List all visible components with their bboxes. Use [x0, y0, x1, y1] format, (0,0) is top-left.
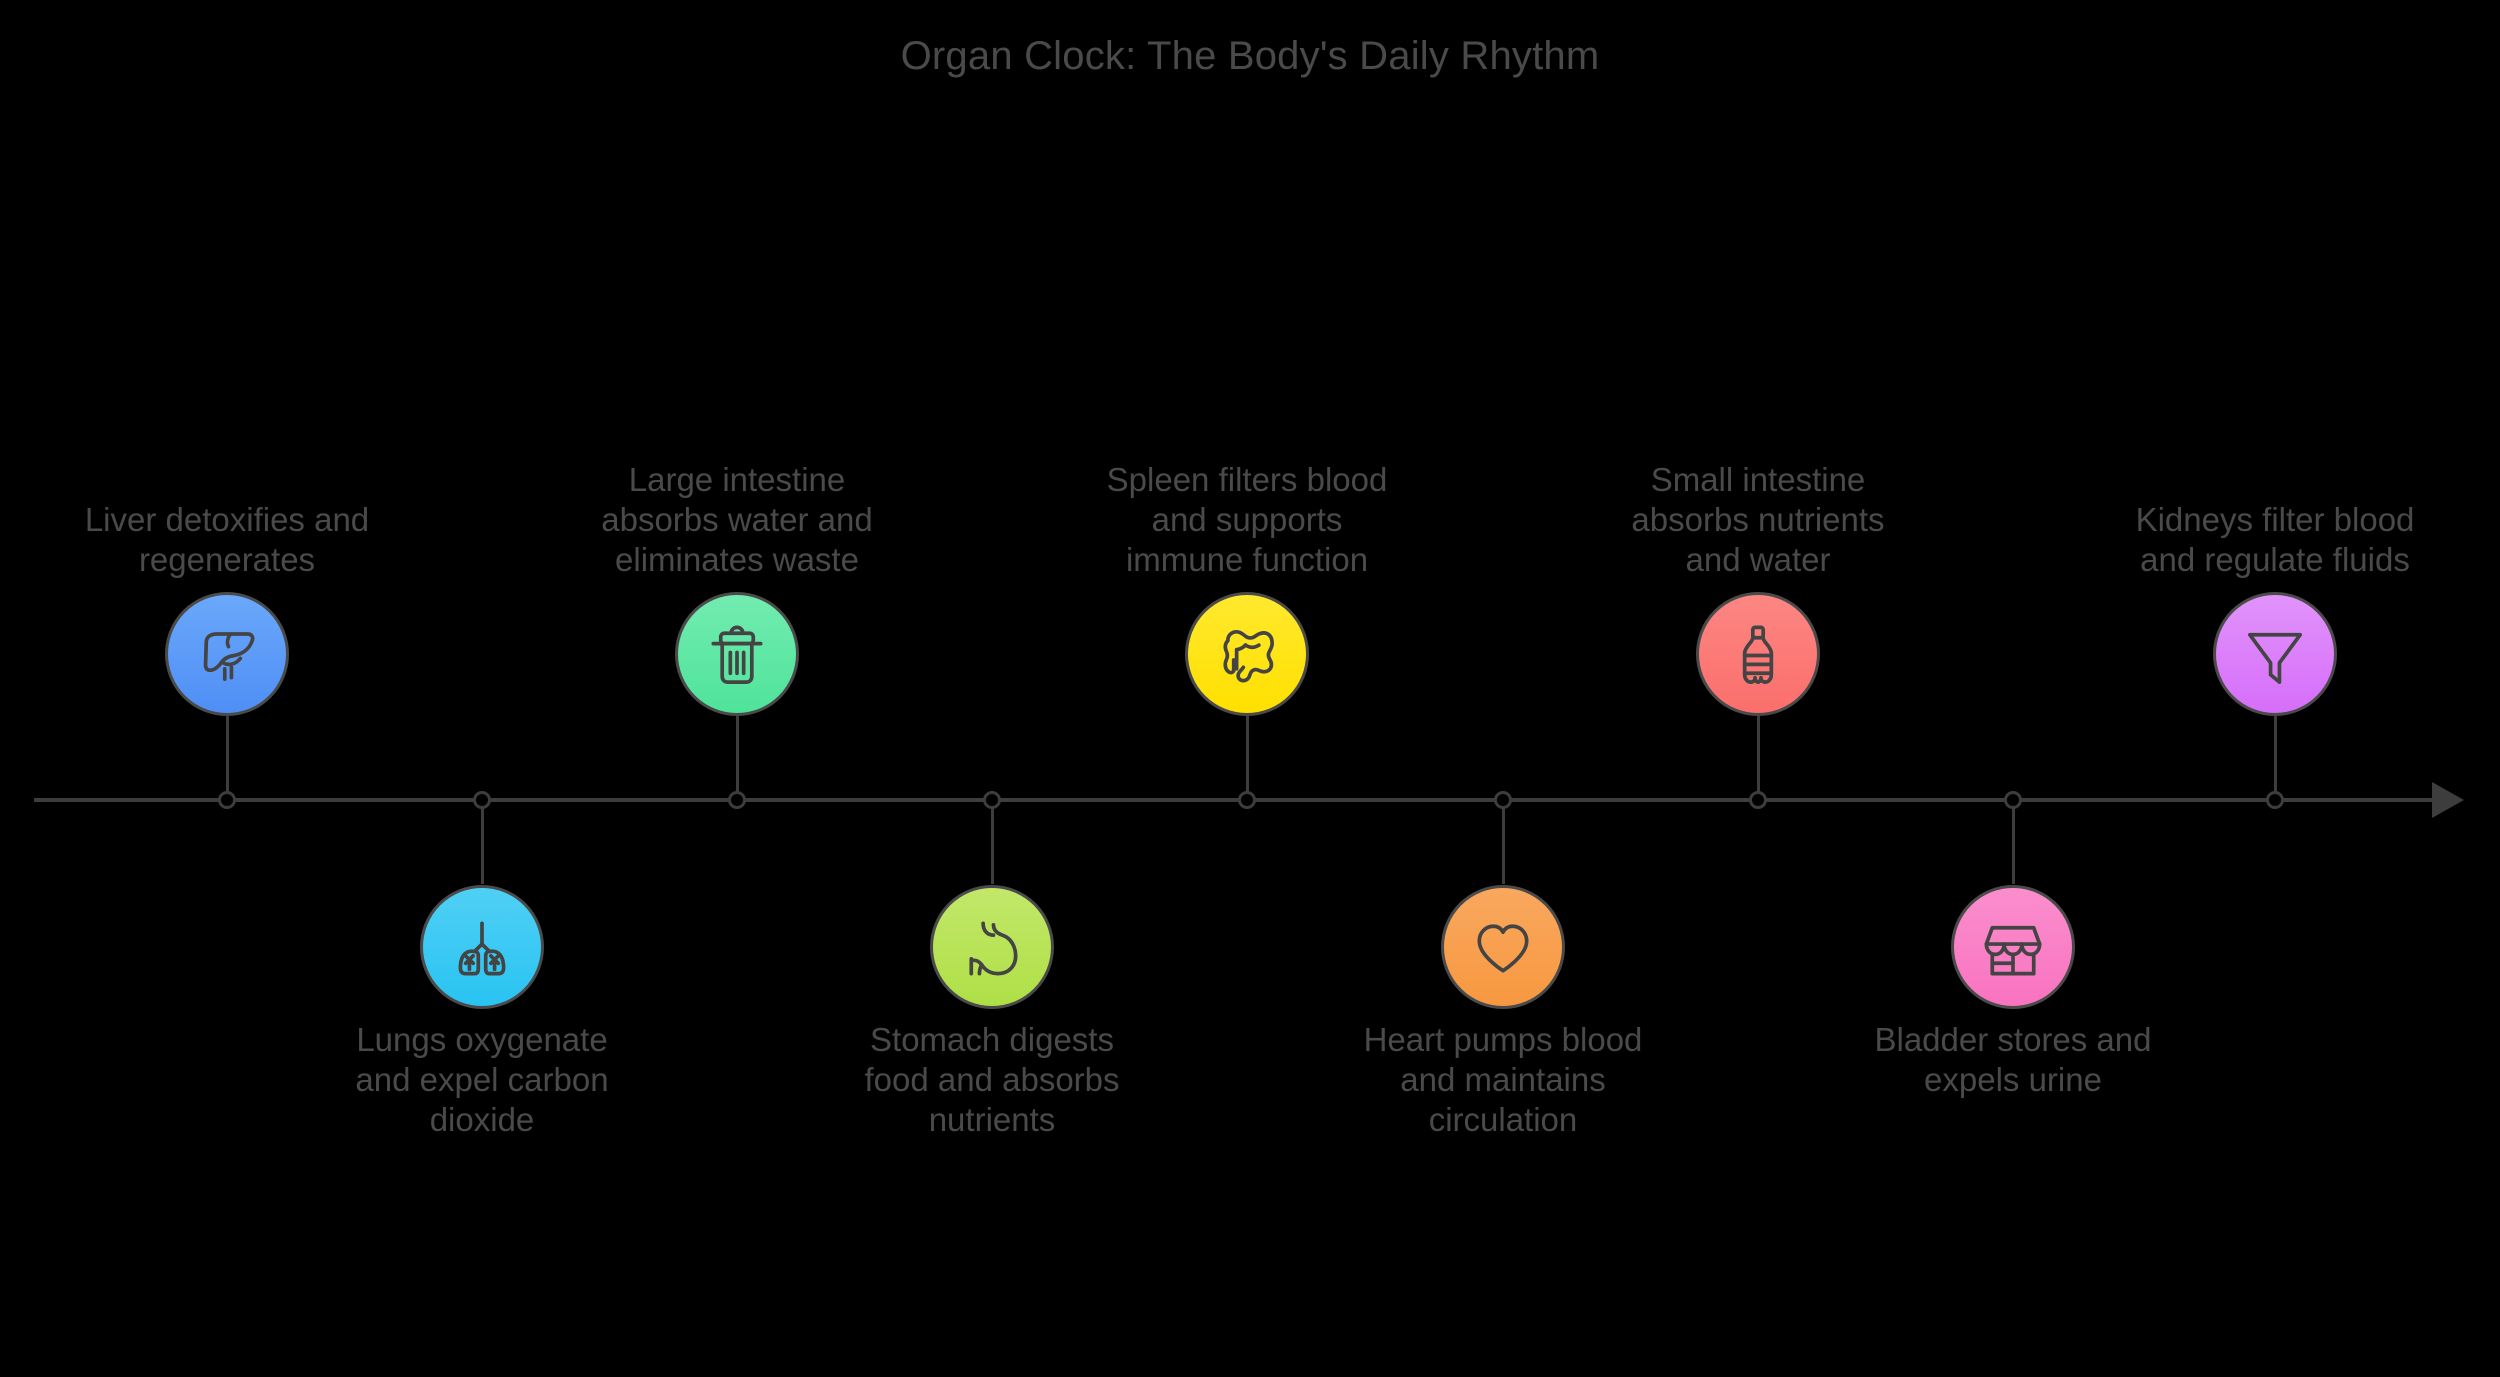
node-label-lungs: Lungs oxygenate and expel carbon dioxide	[355, 1021, 609, 1138]
axis-node-small-intestine[interactable]	[1749, 791, 1767, 809]
connector-line-lungs	[480, 800, 484, 884]
connector-line-heart	[1501, 800, 1505, 884]
node-icon-circle-lungs[interactable]	[420, 885, 544, 1009]
connector-line-stomach	[990, 800, 994, 884]
node-icon-circle-stomach[interactable]	[930, 885, 1054, 1009]
heart-icon	[1466, 910, 1540, 984]
axis-node-stomach[interactable]	[983, 791, 1001, 809]
axis-node-large-intestine[interactable]	[728, 791, 746, 809]
node-icon-circle-kidneys[interactable]	[2213, 592, 2337, 716]
node-label-kidneys: Kidneys filter blood and regulate fluids	[2135, 501, 2415, 578]
bottle-icon	[1721, 617, 1795, 691]
connector-line-kidneys	[2273, 716, 2277, 800]
node-icon-circle-spleen[interactable]	[1185, 592, 1309, 716]
connector-line-bladder	[2011, 800, 2015, 884]
connector-line-large-intestine	[735, 716, 739, 800]
connector-line-spleen	[1245, 716, 1249, 800]
colon-icon	[1210, 617, 1284, 691]
node-icon-circle-liver[interactable]	[165, 592, 289, 716]
node-icon-circle-large-intestine[interactable]	[675, 592, 799, 716]
node-label-spleen: Spleen filters blood and supports immune…	[1106, 461, 1388, 578]
node-icon-circle-heart[interactable]	[1441, 885, 1565, 1009]
axis-node-liver[interactable]	[218, 791, 236, 809]
node-label-small-intestine: Small intestine absorbs nutrients and wa…	[1631, 461, 1885, 578]
connector-line-liver	[225, 716, 229, 800]
node-label-heart: Heart pumps blood and maintains circulat…	[1363, 1021, 1643, 1138]
trash-icon	[700, 617, 774, 691]
node-label-stomach: Stomach digests food and absorbs nutrien…	[864, 1021, 1120, 1138]
axis-node-bladder[interactable]	[2004, 791, 2022, 809]
axis-node-spleen[interactable]	[1238, 791, 1256, 809]
axis-node-heart[interactable]	[1494, 791, 1512, 809]
axis-node-lungs[interactable]	[473, 791, 491, 809]
liver-icon	[190, 617, 264, 691]
node-icon-circle-small-intestine[interactable]	[1696, 592, 1820, 716]
node-icon-circle-bladder[interactable]	[1951, 885, 2075, 1009]
page-title: Organ Clock: The Body's Daily Rhythm	[900, 34, 1600, 78]
node-label-large-intestine: Large intestine absorbs water and elimin…	[601, 461, 873, 578]
stomach-icon	[955, 910, 1029, 984]
lungs-icon	[445, 910, 519, 984]
axis-node-kidneys[interactable]	[2266, 791, 2284, 809]
store-icon	[1976, 910, 2050, 984]
connector-line-small-intestine	[1756, 716, 1760, 800]
node-label-bladder: Bladder stores and expels urine	[1874, 1021, 2152, 1098]
funnel-icon	[2238, 617, 2312, 691]
node-label-liver: Liver detoxifies and regenerates	[84, 501, 370, 578]
timeline-arrow-icon	[2432, 782, 2464, 818]
